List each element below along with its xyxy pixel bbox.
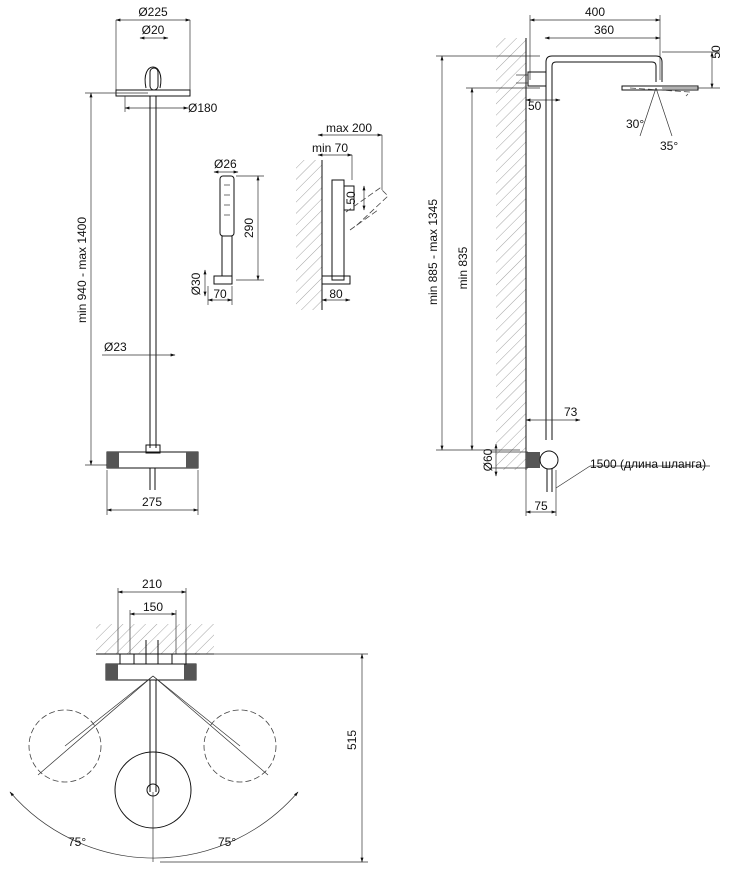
front-height-range: min 940 - max 1400	[75, 217, 89, 323]
side-dia-valve: Ø60	[481, 448, 495, 471]
front-dia-plate: Ø180	[188, 101, 218, 115]
side-height-range: min 885 - max 1345	[426, 199, 440, 305]
side-valve-body	[526, 452, 540, 468]
top-angle-left: 75°	[68, 835, 86, 849]
swing-arc	[9, 791, 299, 859]
hand-shower-view: Ø26 290 Ø30 70	[189, 157, 264, 305]
side-head-offset: 50	[709, 45, 723, 59]
holder-depth: 80	[329, 287, 343, 301]
top-view: 210 150 515 75° 75°	[9, 577, 368, 863]
side-arm-drop: 50	[528, 99, 542, 113]
top-head-left-position	[28, 709, 102, 783]
holder-reach-min: min 70	[312, 141, 348, 155]
thermostat-body	[106, 451, 199, 469]
front-width-body: 275	[142, 495, 162, 509]
holder-view: max 200 min 70 50 80	[296, 121, 389, 310]
overhead-arm	[545, 55, 663, 90]
hand-width: 70	[213, 287, 227, 301]
top-head-right-position	[203, 709, 277, 783]
hand-dia-base: Ø30	[189, 272, 203, 295]
shower-arm	[144, 66, 162, 89]
side-pipe-offset: 73	[564, 405, 578, 419]
side-total-width: 400	[585, 5, 605, 19]
holder-reach-max: max 200	[326, 121, 372, 135]
side-tilt-2: 35°	[660, 139, 678, 153]
top-width-inner: 150	[143, 600, 163, 614]
top-reach: 515	[345, 730, 359, 750]
side-min-height: min 835	[456, 246, 470, 289]
side-tilt-1: 30°	[626, 117, 644, 131]
top-width-outer: 210	[142, 577, 162, 591]
hand-length: 290	[242, 218, 256, 238]
side-view: 400 360 50 30° 35° 50 min 885 - max 1345…	[426, 5, 723, 516]
side-arm-width: 360	[594, 23, 614, 37]
top-wall-hatch	[96, 624, 214, 654]
hand-dia-handle: Ø26	[214, 157, 237, 171]
side-hose: 1500 (длина шланга)	[590, 457, 706, 471]
front-dia-arm: Ø20	[142, 23, 165, 37]
wall-hatch	[296, 160, 322, 310]
side-wall-hatch	[496, 38, 526, 470]
slide-bar	[331, 179, 345, 281]
front-view: Ø225 Ø20 Ø180 min 940 - max 1400 Ø23 275	[75, 5, 218, 515]
front-dia-pipe: Ø23	[104, 340, 127, 354]
top-angle-right: 75°	[218, 835, 236, 849]
side-depth: 75	[534, 499, 548, 513]
holder-height: 50	[344, 191, 358, 205]
front-dia-head: Ø225	[138, 5, 168, 19]
